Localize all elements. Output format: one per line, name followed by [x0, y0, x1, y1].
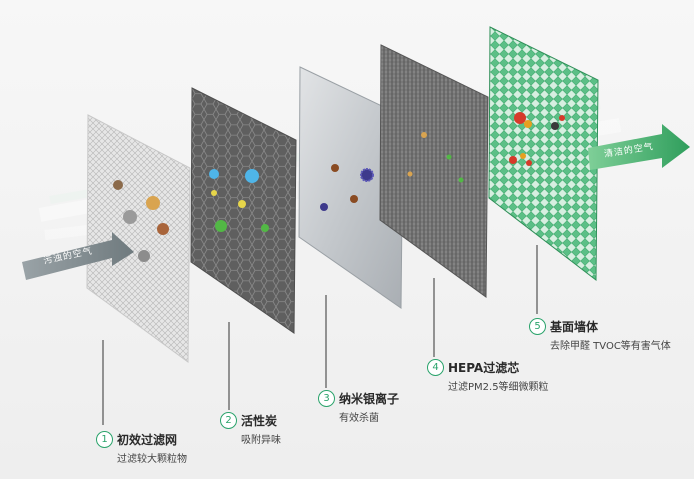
layer-2-label: 2 活性炭 吸附异味 — [220, 410, 281, 446]
layer-3-panel — [298, 66, 404, 309]
layer-4-desc: 过滤PM2.5等细微颗粒 — [448, 382, 549, 393]
layer-1-title: 初效过滤网 — [117, 433, 178, 447]
layer-3-desc: 有效杀菌 — [339, 413, 379, 424]
layer-5-title: 基面墙体 — [550, 320, 599, 334]
particles-fine — [407, 132, 464, 183]
particles-odor — [209, 169, 269, 232]
dirty-air-arrow — [22, 232, 134, 280]
layer-2-number: 2 — [220, 412, 237, 429]
layer-5-panel — [488, 26, 599, 282]
clean-air-arrow — [588, 124, 690, 170]
layer-1-desc: 过滤较大颗粒物 — [117, 454, 187, 465]
layer-3-title: 纳米银离子 — [339, 392, 400, 406]
layer-1-panel — [86, 114, 191, 363]
leader-lines — [102, 245, 538, 425]
layer-5-label: 5 基面墙体 去除甲醛 TVOC等有害气体 — [529, 316, 671, 352]
layer-1-label: 1 初效过滤网 过滤较大颗粒物 — [96, 429, 187, 465]
layer-2-desc: 吸附异味 — [241, 435, 281, 446]
layer-3-number: 3 — [318, 390, 335, 407]
molecules-formaldehyde — [509, 112, 565, 166]
layer-2-panel — [190, 87, 297, 334]
layer-4-label: 4 HEPA过滤芯 过滤PM2.5等细微颗粒 — [427, 357, 549, 393]
particles-germs — [320, 164, 374, 211]
layer-4-panel — [379, 44, 489, 298]
particles-large — [113, 180, 169, 262]
layer-5-desc: 去除甲醛 TVOC等有害气体 — [550, 341, 671, 352]
layer-4-number: 4 — [427, 359, 444, 376]
layer-5-number: 5 — [529, 318, 546, 335]
layer-2-title: 活性炭 — [241, 414, 278, 428]
layer-1-number: 1 — [96, 431, 113, 448]
layer-3-label: 3 纳米银离子 有效杀菌 — [318, 388, 399, 424]
layer-4-title: HEPA过滤芯 — [448, 361, 520, 375]
